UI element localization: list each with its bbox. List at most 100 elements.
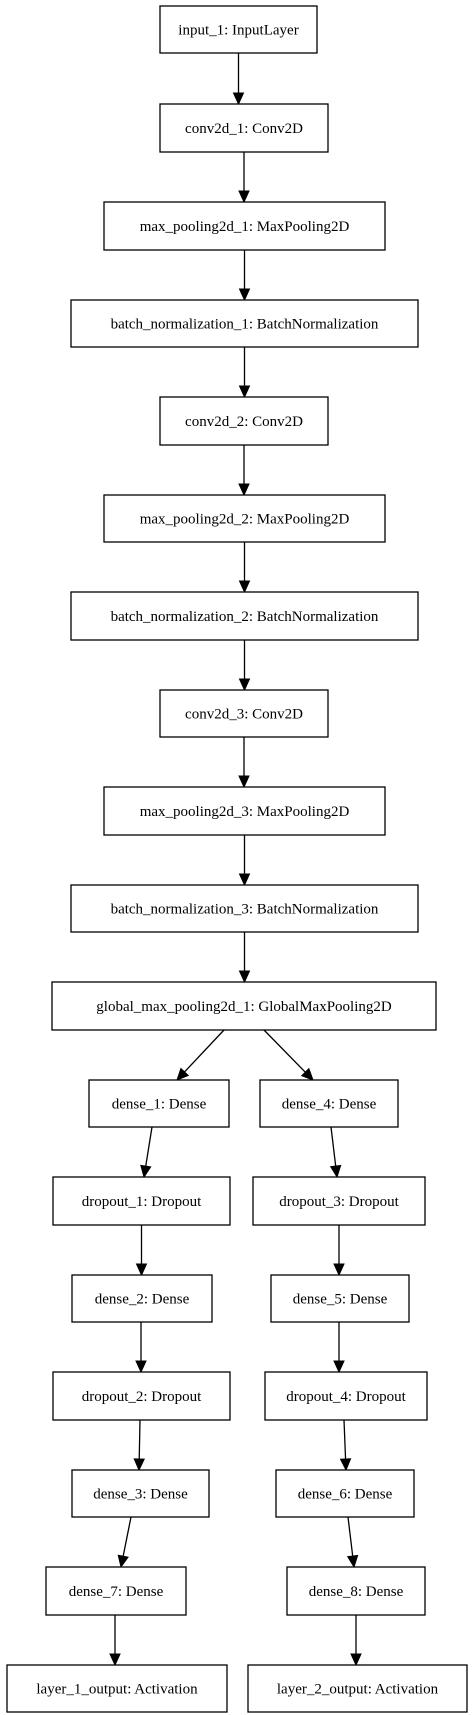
node-label: dense_7: Dense: [69, 1584, 164, 1600]
node-label: dense_1: Dense: [112, 1097, 207, 1113]
node-conv2d-3: conv2d_3: Conv2D: [159, 689, 329, 738]
node-max-pooling2d-2: max_pooling2d_2: MaxPooling2D: [103, 494, 386, 543]
node-box: [159, 5, 318, 54]
arrowhead-icon: [140, 1164, 152, 1179]
edge-conv2d-1-to-max-pooling2d-1: [238, 152, 250, 204]
node-batch-normalization-3: batch_normalization_3: BatchNormalizatio…: [70, 884, 419, 933]
node-dropout-2: dropout_2: Dropout: [52, 1371, 231, 1421]
edge-conv2d-3-to-max-pooling2d-3: [238, 737, 250, 789]
node-label: max_pooling2d_1: MaxPooling2D: [140, 219, 350, 235]
node-layer-1-output: layer_1_output: Activation: [6, 1664, 228, 1713]
node-box: [247, 1664, 468, 1713]
edge-max-pooling2d-3-to-batch-normalization-3: [238, 835, 251, 887]
edge-dense-7-to-layer-1-output: [109, 1615, 121, 1667]
node-label: dense_3: Dense: [93, 1487, 188, 1503]
arrowhead-icon: [232, 92, 245, 106]
edge-dense-5-to-dropout-4: [333, 1322, 345, 1374]
node-conv2d-1: conv2d_1: Conv2D: [159, 103, 329, 153]
edge-line: [347, 1516, 354, 1557]
node-box: [159, 689, 329, 738]
node-box: [45, 1566, 187, 1616]
arrowhead-icon: [133, 1458, 146, 1472]
edges-layer: [109, 53, 362, 1667]
edge-global-max-pooling2d-1-to-dense-1: [176, 1029, 225, 1081]
arrowhead-icon: [109, 1653, 121, 1667]
nodes-layer: input_1: InputLayer conv2d_1: Conv2D max_p…: [6, 5, 468, 1713]
arrowhead-icon: [238, 970, 251, 984]
edge-line: [184, 1029, 225, 1073]
arrowhead-icon: [346, 1554, 359, 1569]
node-dropout-4: dropout_4: Dropout: [264, 1371, 428, 1421]
edge-max-pooling2d-2-to-batch-normalization-2: [238, 542, 251, 594]
edge-batch-normalization-1-to-conv2d-2: [238, 347, 251, 399]
node-label: input_1: InputLayer: [178, 23, 298, 39]
node-dropout-1: dropout_1: Dropout: [52, 1176, 231, 1226]
node-box: [259, 1079, 399, 1128]
node-box: [286, 1566, 426, 1616]
edge-max-pooling2d-1-to-batch-normalization-1: [238, 250, 251, 302]
edge-dense-6-to-dense-8: [346, 1516, 359, 1569]
arrowhead-icon: [329, 1164, 342, 1179]
node-batch-normalization-1: batch_normalization_1: BatchNormalizatio…: [70, 299, 419, 348]
node-label: batch_normalization_1: BatchNormalizatio…: [111, 317, 379, 333]
arrowhead-icon: [300, 1067, 314, 1081]
node-box: [70, 884, 419, 933]
arrowhead-icon: [238, 288, 251, 302]
arrowhead-icon: [176, 1067, 190, 1081]
arrowhead-icon: [238, 678, 251, 692]
node-dense-4: dense_4: Dense: [259, 1079, 399, 1128]
node-label: dropout_3: Dropout: [279, 1194, 399, 1210]
node-max-pooling2d-1: max_pooling2d_1: MaxPooling2D: [103, 201, 386, 251]
node-label: dropout_1: Dropout: [82, 1194, 202, 1210]
node-batch-normalization-2: batch_normalization_2: BatchNormalizatio…: [70, 591, 419, 641]
node-label: conv2d_1: Conv2D: [185, 121, 303, 137]
node-dense-3: dense_3: Dense: [71, 1469, 210, 1518]
node-box: [51, 981, 437, 1031]
edge-line: [343, 1419, 347, 1460]
node-dense-1: dense_1: Dense: [88, 1079, 230, 1128]
node-label: dense_6: Dense: [298, 1487, 393, 1503]
arrowhead-icon: [238, 385, 251, 399]
arrowhead-icon: [117, 1554, 129, 1569]
node-dense-8: dense_8: Dense: [286, 1566, 426, 1616]
arrowhead-icon: [238, 190, 250, 204]
node-global-max-pooling2d-1: global_max_pooling2d_1: GlobalMaxPooling…: [51, 981, 437, 1031]
node-box: [103, 494, 386, 543]
edge-dense-4-to-dropout-3: [329, 1126, 342, 1179]
node-label: conv2d_3: Conv2D: [185, 707, 303, 723]
node-label: layer_1_output: Activation: [36, 1682, 198, 1698]
edge-line: [145, 1126, 153, 1167]
node-dropout-3: dropout_3: Dropout: [252, 1176, 426, 1226]
arrowhead-icon: [238, 483, 250, 497]
arrowhead-icon: [333, 1360, 345, 1374]
edge-line: [122, 1516, 132, 1557]
node-box: [264, 1371, 428, 1421]
edge-dense-1-to-dropout-1: [140, 1126, 153, 1179]
node-box: [70, 299, 419, 348]
node-input-1: input_1: InputLayer: [159, 5, 318, 54]
edge-dense-8-to-layer-2-output: [350, 1615, 362, 1667]
node-label: dense_5: Dense: [293, 1292, 388, 1308]
node-box: [71, 1469, 210, 1518]
edge-line: [330, 1126, 337, 1167]
edge-line: [263, 1029, 306, 1073]
edge-input-1-to-conv2d-1: [232, 53, 245, 106]
arrowhead-icon: [238, 580, 251, 594]
edge-batch-normalization-3-to-global-max-pooling2d-1: [238, 932, 251, 984]
edge-conv2d-2-to-max-pooling2d-2: [238, 445, 250, 497]
arrowhead-icon: [333, 1263, 345, 1277]
node-box: [6, 1664, 228, 1713]
node-box: [103, 201, 386, 251]
node-box: [159, 396, 329, 446]
edge-dense-3-to-dense-7: [117, 1516, 132, 1569]
node-label: dense_4: Dense: [282, 1097, 377, 1113]
edge-batch-normalization-2-to-conv2d-3: [238, 640, 251, 692]
node-layer-2-output: layer_2_output: Activation: [247, 1664, 468, 1713]
node-box: [88, 1079, 230, 1128]
arrowhead-icon: [350, 1653, 362, 1667]
node-dense-6: dense_6: Dense: [275, 1469, 415, 1518]
node-box: [52, 1371, 231, 1421]
node-label: batch_normalization_3: BatchNormalizatio…: [111, 902, 379, 918]
node-label: dropout_4: Dropout: [286, 1389, 406, 1405]
node-box: [52, 1176, 231, 1226]
